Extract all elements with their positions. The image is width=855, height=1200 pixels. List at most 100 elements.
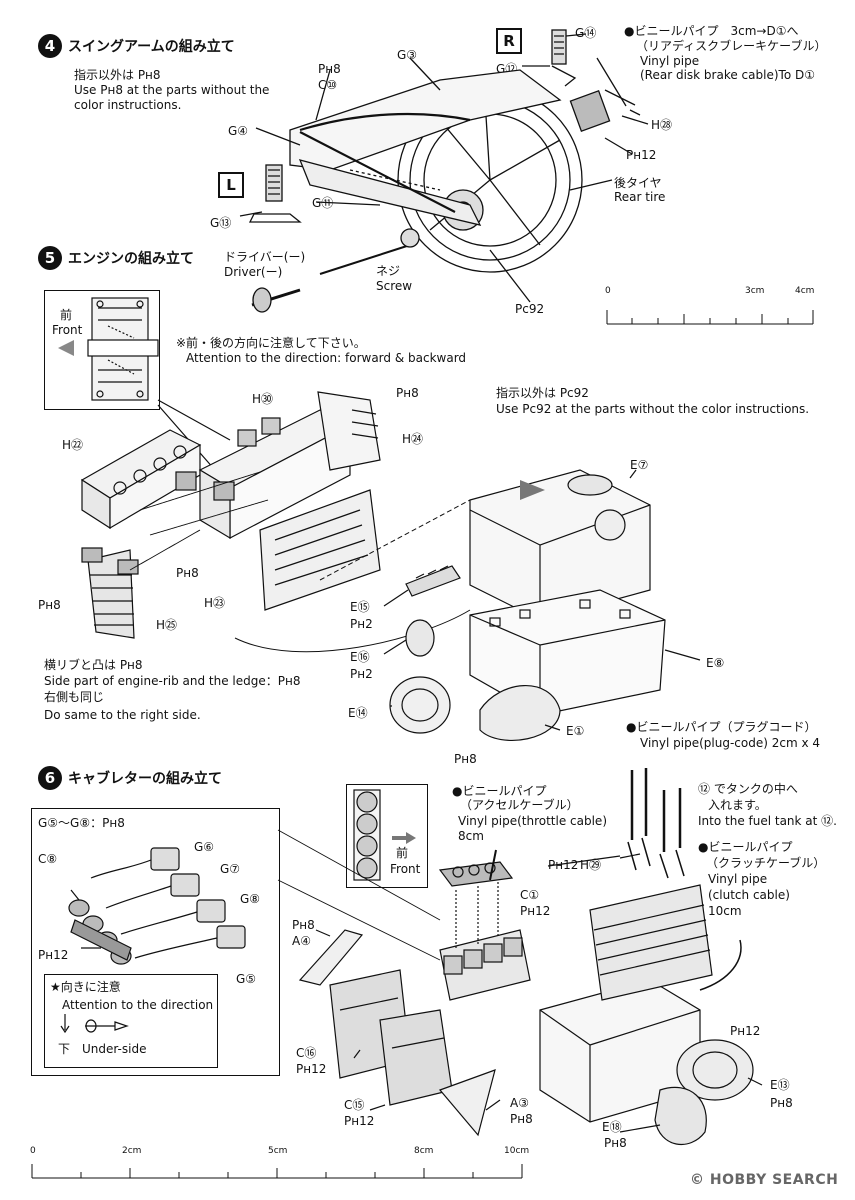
fuel-note-2: 入れます。 (708, 798, 767, 812)
same-side-jp: 右側も同じ (44, 690, 105, 704)
watermark: © HOBBY SEARCH (690, 1172, 839, 1188)
r-side-label: R (496, 28, 522, 54)
brake-pipe-note-2: （リアディスクブレーキケーブル） (636, 39, 827, 53)
rear-tire-en: Rear tire (614, 190, 666, 204)
attention-en: Attention to the direction (62, 998, 214, 1012)
label-e16: E⑯ (350, 650, 370, 664)
direction-note-en: Attention to the direction: forward & ba… (186, 351, 467, 365)
label-g14: G⑭ (575, 26, 597, 40)
carb-box-header: G⑤～G⑧：Pн8 (38, 816, 125, 830)
label-h24: H㉔ (402, 432, 424, 446)
label-e7: E⑦ (630, 458, 649, 472)
driver-jp: ドライバー(ー) (224, 250, 306, 264)
step4-note-en1: Use Pн8 at the parts without the (74, 83, 270, 97)
bottom-ruler-5cm: 5cm (268, 1146, 288, 1156)
label-h23: H㉓ (204, 596, 226, 610)
rib-note-jp: 横リブと凸は Pн8 (44, 658, 143, 672)
fuel-note-3: Into the fuel tank at ⑫. (698, 814, 837, 828)
label-g4: G④ (228, 124, 249, 138)
same-side-en: Do same to the right side. (44, 708, 201, 722)
label-h25: H㉕ (156, 618, 178, 632)
step4-title: スイングアームの組み立て (68, 39, 235, 55)
label-ph12-c: Pн12 (296, 1062, 327, 1076)
box-label-c8: C⑧ (38, 852, 58, 866)
step5-heading: 5 エンジンの組み立て (38, 246, 194, 270)
carb-front-jp: 前 (396, 846, 409, 860)
label-ph8-a: Pн8 (292, 918, 315, 932)
label-ph2-a: Pн2 (350, 617, 373, 631)
brake-pipe-note-3: Vinyl pipe (640, 54, 700, 68)
attention-jp: ★向きに注意 (50, 980, 121, 994)
brake-pipe-note-1: ●ビニールパイプ 3cm→D①へ (624, 24, 799, 38)
label-ph8-b: Pн8 (510, 1112, 533, 1126)
engine-assembly-illustration (80, 391, 701, 741)
carb-front-view (353, 789, 416, 881)
step5-title: エンジンの組み立て (68, 251, 194, 267)
clutch-note-4: (clutch cable) (708, 888, 790, 902)
step4-number: 4 (38, 34, 62, 58)
step5-number: 5 (38, 246, 62, 270)
screw-en: Screw (376, 279, 413, 293)
step6-heading: 6 キャブレターの組み立て (38, 766, 222, 790)
bottom-ruler-10cm: 10cm (504, 1146, 530, 1156)
carb-front-box (346, 784, 428, 888)
step4-note-en2: color instructions. (74, 98, 182, 112)
step4-note-jp: 指示以外は Pн8 (74, 68, 161, 82)
clutch-note-5: 10cm (708, 904, 742, 918)
screw-jp: ネジ (376, 264, 401, 278)
step5-note-jp: 指示以外は Pc92 (496, 386, 589, 400)
throttle-note-4: 8cm (458, 829, 484, 843)
step6-number: 6 (38, 766, 62, 790)
swing-arm-illustration (239, 29, 649, 313)
label-ph12-d: Pн12 (344, 1114, 375, 1128)
label-c16: C⑯ (296, 1046, 317, 1060)
label-e14: E⑭ (348, 706, 368, 720)
label-h30: H㉚ (252, 392, 274, 406)
driver-en: Driver(ー) (224, 265, 283, 279)
clutch-note-1: ●ビニールパイプ (698, 840, 793, 854)
attention-subbox (44, 974, 218, 1068)
label-g3: G③ (397, 48, 418, 62)
l-side-label: L (218, 172, 244, 198)
carburetor-engine-illustration (277, 768, 763, 1146)
label-pc92: Pc92 (515, 302, 545, 316)
small-ruler-3cm: 3cm (745, 286, 765, 296)
label-c15: C⑮ (344, 1098, 365, 1112)
bottom-ruler-0: 0 (30, 1146, 36, 1156)
label-e8: E⑧ (706, 656, 725, 670)
carburetor-detail-illustration (60, 847, 246, 1034)
label-c1: C① (520, 888, 540, 902)
label-e18: E⑱ (602, 1120, 622, 1134)
label-e1: E① (566, 724, 585, 738)
plug-note-1: ●ビニールパイプ（プラグコード） (626, 720, 817, 734)
brake-pipe-note-4: (Rear disk brake cable)To D① (640, 68, 815, 82)
fuel-note-1: ⑫ でタンクの中へ (698, 782, 798, 796)
box-label-g7: G⑦ (220, 862, 241, 876)
bottom-ruler-8cm: 8cm (414, 1146, 434, 1156)
under-side-en: Under-side (82, 1042, 147, 1056)
label-e15: E⑮ (350, 600, 370, 614)
label-ph8-a: Pн8 (396, 386, 419, 400)
rib-note-en: Side part of engine-rib and the ledge：Pн… (44, 674, 301, 688)
label-ph2-b: Pн2 (350, 667, 373, 681)
label-ph8-c: Pн8 (604, 1136, 627, 1150)
label-ph12: Pн12 (626, 148, 657, 162)
label-a3: A③ (510, 1096, 529, 1110)
box-label-ph12: Pн12 (38, 948, 69, 962)
label-ph12-a: Pн12 (520, 904, 551, 918)
label-g11: G⑪ (312, 196, 334, 210)
step6-title: キャブレターの組み立て (68, 771, 222, 787)
front-jp: 前 (60, 308, 73, 322)
label-g13: G⑬ (210, 216, 232, 230)
direction-note-jp: ※前・後の方向に注意して下さい。 (176, 336, 366, 350)
front-en: Front (52, 323, 83, 337)
step4-heading: 4 スイングアームの組み立て (38, 34, 235, 58)
box-label-g8: G⑧ (240, 892, 261, 906)
small-ruler-0: 0 (605, 286, 611, 296)
front-direction-box (44, 290, 160, 410)
carb-front-en: Front (390, 862, 421, 876)
crankcase-top-view (58, 297, 159, 401)
throttle-note-2: （アクセルケーブル） (460, 798, 579, 812)
under-side-jp: 下 (58, 1042, 71, 1056)
clutch-note-3: Vinyl pipe (708, 872, 768, 886)
